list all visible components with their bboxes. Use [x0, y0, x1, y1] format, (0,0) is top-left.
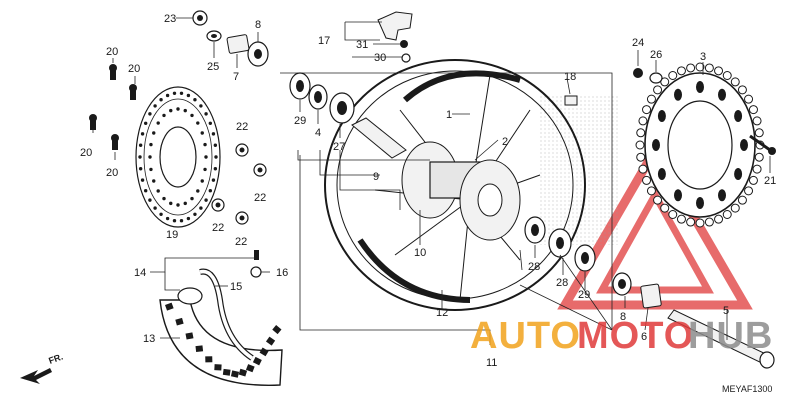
rim — [324, 59, 586, 311]
nut-24 — [633, 68, 643, 78]
disc-bolt-20-b — [129, 84, 137, 100]
valve-cap-16 — [250, 250, 262, 278]
callout-6: 6 — [641, 331, 647, 343]
bracket-17 — [377, 11, 413, 41]
watermark-moto: MOTO — [577, 315, 694, 357]
bearing-29-left — [289, 72, 311, 100]
callout-22-a: 22 — [236, 121, 248, 133]
callout-22-c: 22 — [212, 222, 224, 234]
spacer-9 — [351, 117, 407, 159]
callout-29-right: 29 — [578, 289, 590, 301]
disc-bolt-20-a — [109, 64, 117, 80]
hub — [401, 141, 521, 241]
brake-disc — [135, 86, 221, 228]
callout-26: 26 — [650, 49, 662, 61]
tube-15 — [177, 268, 254, 361]
bearing-28-b — [548, 228, 572, 258]
callout-27: 27 — [333, 141, 345, 153]
nut-30 — [401, 53, 411, 63]
callout-2: 2 — [502, 136, 508, 148]
bearing-27 — [329, 92, 355, 124]
diagram-code: MEYAF1300 — [722, 384, 772, 394]
nut-22-c — [211, 198, 225, 212]
callout-23: 23 — [164, 13, 176, 25]
callout-25: 25 — [207, 61, 219, 73]
adjuster-block-7 — [226, 34, 250, 54]
callout-28-b: 28 — [556, 277, 568, 289]
callout-18: 18 — [564, 71, 576, 83]
tire — [159, 299, 283, 386]
disc-bolt-20-c — [89, 114, 97, 130]
callout-30: 30 — [374, 52, 386, 64]
watermark-text: AUTO MOTO HUB — [470, 315, 773, 357]
callout-22-d: 22 — [235, 236, 247, 248]
callout-20-d: 20 — [106, 167, 118, 179]
callout-12: 12 — [436, 307, 448, 319]
bolt-31 — [400, 40, 408, 48]
callout-11: 11 — [486, 357, 497, 369]
callout-8: 8 — [255, 19, 261, 31]
axle-5 — [667, 309, 775, 369]
callout-9: 9 — [373, 171, 379, 183]
watermark-hub: HUB — [688, 315, 773, 357]
callout-10: 10 — [414, 247, 426, 259]
callout-31: 31 — [356, 39, 368, 51]
nut-22-d — [235, 211, 249, 225]
callout-21: 21 — [764, 175, 776, 187]
callout-20-c: 20 — [80, 147, 92, 159]
callout-20-a: 20 — [106, 46, 118, 58]
nut-22-a — [235, 143, 249, 157]
callout-5: 5 — [723, 305, 729, 317]
collar-8-right — [612, 272, 632, 296]
collar-8 — [247, 41, 269, 67]
callout-14: 14 — [134, 267, 146, 279]
nut-23 — [192, 10, 208, 26]
adjuster-plate-6 — [640, 283, 662, 309]
washer-26 — [649, 72, 663, 84]
front-arrow-icon — [20, 368, 52, 384]
callout-19: 19 — [166, 229, 178, 241]
callout-17: 17 — [318, 35, 330, 47]
callout-8-right: 8 — [620, 311, 626, 323]
leader-lines — [92, 17, 771, 345]
bearing-28-a — [524, 216, 546, 244]
callout-4: 4 — [315, 127, 321, 139]
callout-7: 7 — [233, 71, 239, 83]
nut-22-b — [253, 163, 267, 177]
callout-24: 24 — [632, 37, 644, 49]
callout-29-left: 29 — [294, 115, 306, 127]
callout-13: 13 — [143, 333, 155, 345]
front-direction-label: FR. — [47, 352, 64, 366]
callout-15: 15 — [230, 281, 242, 293]
watermark-auto: AUTO — [470, 315, 581, 357]
callout-28-a: 28 — [528, 261, 540, 273]
callout-22-b: 22 — [254, 192, 266, 204]
bolt-18 — [564, 95, 578, 106]
callout-3: 3 — [700, 51, 706, 63]
bearing-29-right — [574, 244, 596, 272]
bolt-21 — [749, 134, 776, 155]
disc-bolt-20-d — [111, 134, 119, 150]
driven-sprocket — [635, 62, 765, 228]
seal-4 — [308, 84, 328, 110]
callout-16: 16 — [276, 267, 288, 279]
callout-20-b: 20 — [128, 63, 140, 75]
washer-25 — [206, 30, 222, 42]
callout-labels: 23 8 25 7 20 20 20 20 19 22 22 22 22 17 … — [80, 13, 776, 369]
callout-1: 1 — [446, 109, 452, 121]
